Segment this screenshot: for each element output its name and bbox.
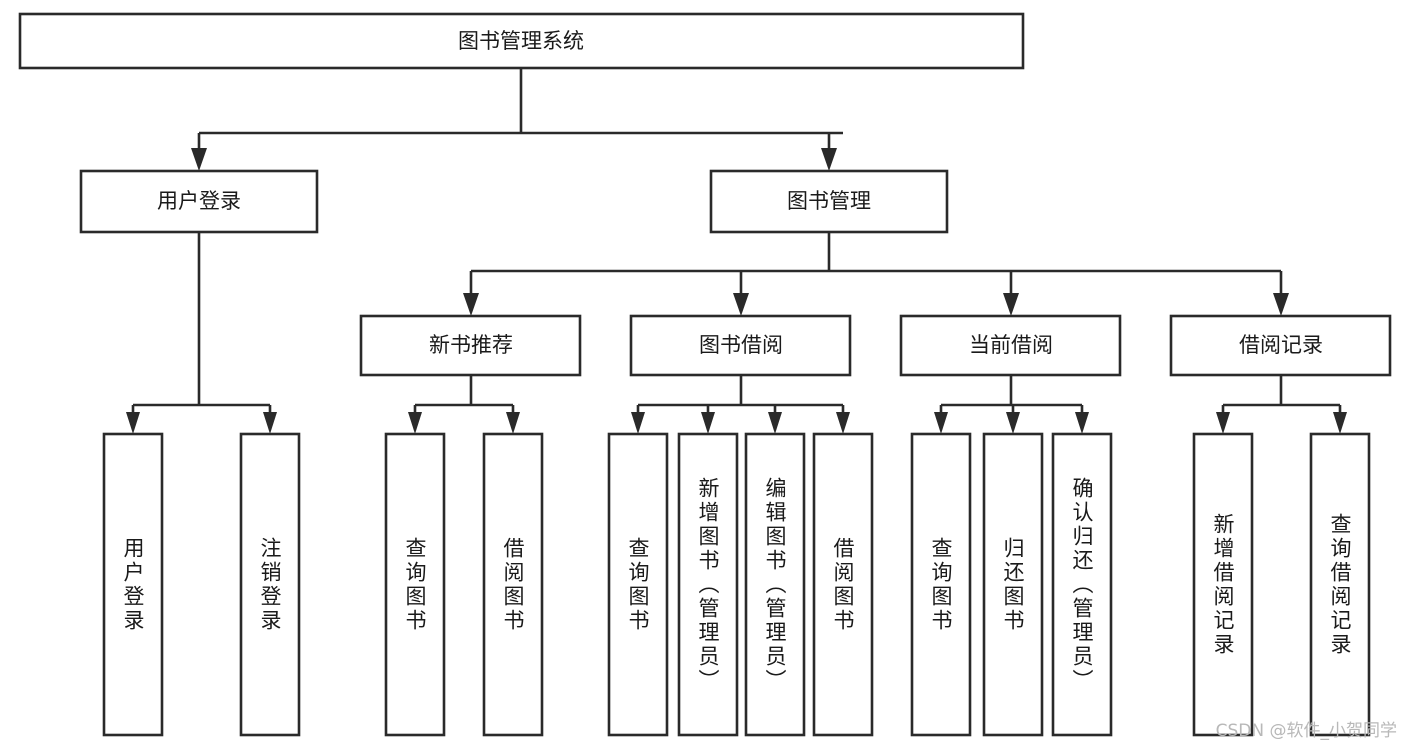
node-leaf-borrow-book-b[interactable]: 借阅图书: [812, 432, 874, 737]
node-book-management-label: 图书管理: [787, 189, 871, 213]
arrowhead-icon: [263, 412, 277, 434]
node-leaf-add-book-label: 新增图书（管理员）: [696, 477, 720, 693]
arrowhead-icon: [701, 412, 715, 434]
arrowhead-icon: [408, 412, 422, 434]
node-leaf-query-book-a-box[interactable]: [384, 432, 446, 737]
node-leaf-edit-book-label: 编辑图书（管理员）: [763, 477, 787, 693]
arrowhead-icon: [1216, 412, 1230, 434]
connector-layer: [131, 68, 1342, 416]
node-borrow-records[interactable]: 借阅记录: [1169, 314, 1392, 377]
node-leaf-confirm-return[interactable]: 确认归还（管理员）: [1051, 432, 1113, 737]
arrowhead-icon: [768, 412, 782, 434]
node-leaf-add-record-label: 新增借阅记录: [1211, 513, 1235, 657]
node-leaf-confirm-return-box[interactable]: [1051, 432, 1113, 737]
node-user-login-box[interactable]: [79, 169, 319, 234]
node-leaf-add-book[interactable]: 新增图书（管理员）: [677, 432, 739, 737]
connector-bookmgmt-to-level3: [469, 232, 1283, 297]
node-leaf-add-record[interactable]: 新增借阅记录: [1192, 432, 1254, 737]
node-leaf-query-book-c[interactable]: 查询图书: [910, 432, 972, 737]
node-book-borrow[interactable]: 图书借阅: [629, 314, 852, 377]
node-leaf-edit-book-box[interactable]: [744, 432, 806, 737]
arrowhead-icon: [821, 148, 837, 171]
node-leaf-query-book-a[interactable]: 查询图书: [384, 432, 446, 737]
arrowhead-icon: [1333, 412, 1347, 434]
arrowhead-icon: [934, 412, 948, 434]
arrowhead-icon: [463, 293, 479, 316]
node-leaf-borrow-book-b-box[interactable]: [812, 432, 874, 737]
arrowhead-icon: [191, 148, 207, 171]
node-leaf-return-book-box[interactable]: [982, 432, 1044, 737]
arrowhead-icon: [1273, 293, 1289, 316]
node-book-management[interactable]: 图书管理: [709, 169, 949, 234]
node-root-box[interactable]: [18, 12, 1025, 70]
arrowhead-icon: [631, 412, 645, 434]
node-leaf-borrow-book-a-label: 借阅图书: [501, 537, 525, 633]
node-leaf-logout-login[interactable]: 注销登录: [239, 432, 301, 737]
node-leaf-edit-book[interactable]: 编辑图书（管理员）: [744, 432, 806, 737]
node-leaf-confirm-return-label: 确认归还（管理员）: [1070, 477, 1094, 693]
node-leaf-query-record-box[interactable]: [1309, 432, 1371, 737]
connector-root-to-level2: [197, 68, 843, 152]
connector-borrowrecords-to-leaves: [1221, 375, 1342, 416]
node-leaf-query-book-b-label: 查询图书: [626, 537, 650, 633]
node-borrow-records-box[interactable]: [1169, 314, 1392, 377]
arrowhead-icon: [1003, 293, 1019, 316]
node-leaf-borrow-book-a[interactable]: 借阅图书: [482, 432, 544, 737]
node-book-borrow-label: 图书借阅: [699, 333, 783, 357]
node-leaf-logout-login-box[interactable]: [239, 432, 301, 737]
node-leaf-logout-login-label: 注销登录: [258, 537, 282, 633]
node-book-borrow-box[interactable]: [629, 314, 852, 377]
node-leaf-query-record-label: 查询借阅记录: [1328, 513, 1352, 657]
node-leaf-borrow-book-a-box[interactable]: [482, 432, 544, 737]
node-new-book-recommend-label: 新书推荐: [429, 333, 513, 357]
node-leaf-return-book[interactable]: 归还图书: [982, 432, 1044, 737]
node-leaf-query-book-c-label: 查询图书: [929, 537, 953, 633]
node-leaf-borrow-book-b-label: 借阅图书: [831, 537, 855, 633]
node-new-book-recommend[interactable]: 新书推荐: [359, 314, 582, 377]
node-leaf-query-book-b[interactable]: 查询图书: [607, 432, 669, 737]
node-current-borrow-box[interactable]: [899, 314, 1122, 377]
node-leaf-query-book-a-label: 查询图书: [403, 537, 427, 633]
node-leaf-query-book-b-box[interactable]: [607, 432, 669, 737]
arrowhead-icon: [1075, 412, 1089, 434]
connector-bookborrow-to-leaves: [636, 375, 845, 416]
arrowhead-icon: [506, 412, 520, 434]
node-borrow-records-label: 借阅记录: [1239, 333, 1323, 357]
connector-currentborrow-to-leaves: [939, 375, 1084, 416]
node-user-login[interactable]: 用户登录: [79, 169, 319, 234]
arrowhead-icon: [1006, 412, 1020, 434]
node-user-login-label: 用户登录: [157, 189, 241, 213]
node-new-book-recommend-box[interactable]: [359, 314, 582, 377]
arrowhead-layer: [126, 148, 1347, 434]
node-current-borrow[interactable]: 当前借阅: [899, 314, 1122, 377]
connector-userlogin-to-leaves: [131, 232, 272, 416]
node-leaf-query-book-c-box[interactable]: [910, 432, 972, 737]
node-leaf-user-login-label: 用户登录: [121, 537, 145, 633]
node-leaf-add-record-box[interactable]: [1192, 432, 1254, 737]
node-leaf-user-login[interactable]: 用户登录: [102, 432, 164, 737]
node-leaf-query-record[interactable]: 查询借阅记录: [1309, 432, 1371, 737]
node-leaf-return-book-label: 归还图书: [1001, 537, 1025, 633]
node-leaf-user-login-box[interactable]: [102, 432, 164, 737]
node-leaf-add-book-box[interactable]: [677, 432, 739, 737]
arrowhead-icon: [733, 293, 749, 316]
node-root-label: 图书管理系统: [458, 29, 584, 53]
connector-newbook-to-leaves: [413, 375, 515, 416]
arrowhead-icon: [126, 412, 140, 434]
arrowhead-icon: [836, 412, 850, 434]
node-current-borrow-label: 当前借阅: [969, 333, 1053, 357]
node-root[interactable]: 图书管理系统: [18, 12, 1025, 70]
node-book-management-box[interactable]: [709, 169, 949, 234]
